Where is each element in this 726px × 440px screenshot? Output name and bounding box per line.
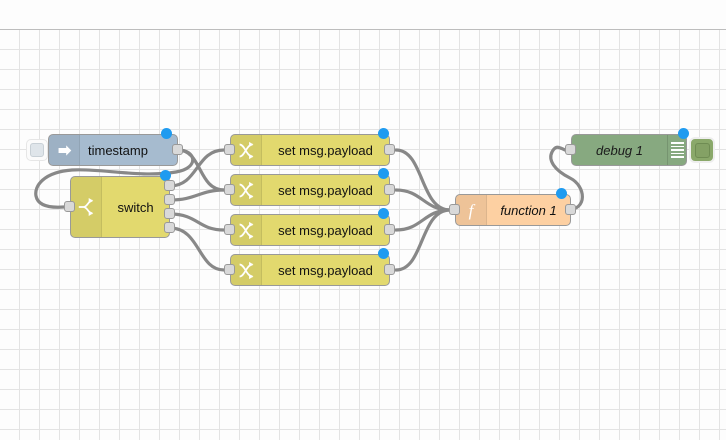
debug-toggle-button[interactable] (689, 137, 715, 163)
change-4-output-port[interactable] (384, 264, 395, 275)
change-4-input-port[interactable] (224, 264, 235, 275)
change-icon (231, 215, 262, 245)
change-node-1-label: set msg.payload (278, 142, 373, 158)
node-function[interactable]: f function 1 (455, 194, 571, 226)
change-3-output-port[interactable] (384, 224, 395, 235)
change-1-output-port[interactable] (384, 144, 395, 155)
change-node-3-label: set msg.payload (278, 222, 373, 238)
debug-status-dot[interactable] (678, 128, 689, 139)
function-node-label: function 1 (500, 202, 557, 218)
debug-node-label: debug 1 (596, 142, 643, 158)
change-2-output-port[interactable] (384, 184, 395, 195)
editor-top-border (0, 29, 726, 30)
node-change-1[interactable]: set msg.payload (230, 134, 390, 166)
function-f-icon: f (456, 195, 487, 225)
node-change-3[interactable]: set msg.payload (230, 214, 390, 246)
debug-toggle-inner (694, 142, 710, 158)
switch-icon (71, 177, 102, 237)
switch-input-port[interactable] (64, 201, 75, 212)
debug-lines-icon (667, 135, 686, 165)
inject-output-port[interactable] (172, 144, 183, 155)
node-debug[interactable]: debug 1 (571, 134, 687, 166)
switch-output-port-1[interactable] (164, 180, 175, 191)
node-inject-timestamp[interactable]: timestamp (48, 134, 178, 166)
svg-text:f: f (469, 201, 476, 220)
inject-trigger-button[interactable] (26, 139, 48, 161)
change-3-status-dot[interactable] (378, 208, 389, 219)
change-3-input-port[interactable] (224, 224, 235, 235)
change-icon (231, 135, 262, 165)
function-output-port[interactable] (565, 204, 576, 215)
switch-output-port-3[interactable] (164, 208, 175, 219)
switch-output-port-2[interactable] (164, 194, 175, 205)
inject-node-label: timestamp (88, 142, 148, 158)
node-change-4[interactable]: set msg.payload (230, 254, 390, 286)
function-input-port[interactable] (449, 204, 460, 215)
node-switch[interactable]: switch (70, 176, 170, 238)
inject-button-inner (30, 143, 44, 157)
function-status-dot[interactable] (556, 188, 567, 199)
change-icon (231, 175, 262, 205)
node-change-2[interactable]: set msg.payload (230, 174, 390, 206)
canvas-grid[interactable] (0, 30, 726, 440)
inject-status-dot[interactable] (161, 128, 172, 139)
change-icon (231, 255, 262, 285)
change-1-input-port[interactable] (224, 144, 235, 155)
change-1-status-dot[interactable] (378, 128, 389, 139)
editor-top-strip (0, 0, 726, 30)
switch-output-port-4[interactable] (164, 222, 175, 233)
change-node-2-label: set msg.payload (278, 182, 373, 198)
change-node-4-label: set msg.payload (278, 262, 373, 278)
change-2-status-dot[interactable] (378, 168, 389, 179)
change-4-status-dot[interactable] (378, 248, 389, 259)
change-2-input-port[interactable] (224, 184, 235, 195)
switch-status-dot[interactable] (160, 170, 171, 181)
inject-arrow-icon (49, 135, 80, 165)
debug-input-port[interactable] (565, 144, 576, 155)
switch-node-label: switch (117, 199, 154, 215)
